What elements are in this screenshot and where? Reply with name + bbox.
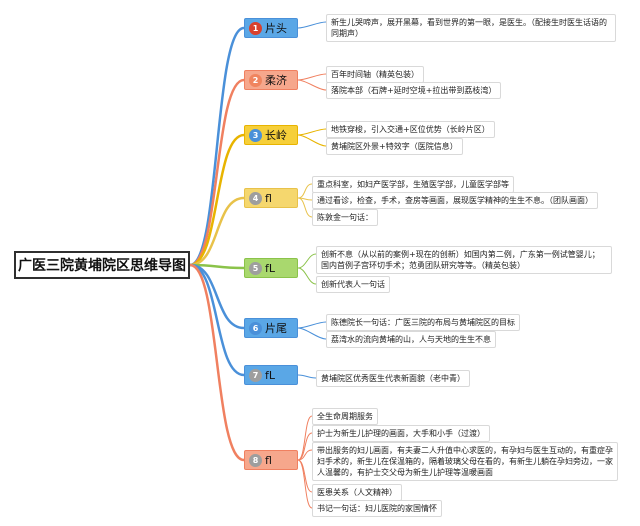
leaf-note[interactable]: 陈敦金一句话：: [312, 209, 378, 226]
branch-connector: [189, 263, 245, 462]
branch-connector: [189, 263, 245, 270]
leaf-note[interactable]: 百年时间轴（精英包装）: [326, 66, 424, 83]
leaf-note[interactable]: 新生儿哭啼声，展开黑幕，看到世界的第一眼，是医生。（配接生时医生话语的同期声）: [326, 14, 616, 42]
number-badge-icon: 1: [249, 21, 262, 35]
branch-connector: [189, 196, 245, 267]
branch-connector: [189, 78, 245, 267]
root-node[interactable]: 广医三院黄埔院区思维导图: [14, 251, 190, 279]
number-badge-icon: 4: [249, 191, 262, 205]
branch-label: 片头: [265, 22, 287, 35]
number-badge-icon: 8: [249, 453, 262, 467]
branch-label: fl: [265, 453, 272, 467]
branch-connector: [189, 133, 245, 267]
branch-label: 片尾: [265, 322, 287, 335]
leaf-connector: [297, 327, 327, 340]
number-badge-icon: 2: [249, 73, 262, 87]
branch-label: 柔济: [265, 74, 287, 87]
leaf-note[interactable]: 荔湾水的流向黄埔的山，人与天地的生生不息: [326, 331, 496, 348]
leaf-connector: [297, 253, 317, 269]
leaf-connector: [297, 321, 327, 329]
number-badge-icon: 5: [249, 261, 262, 275]
leaf-connector: [297, 374, 317, 379]
leaf-note[interactable]: 陈德院长一句话：广医三院的布局与黄埔院区的目标: [326, 314, 520, 331]
leaf-connector: [297, 267, 317, 285]
branch-label: 长岭: [265, 129, 287, 142]
leaf-note[interactable]: 全生命周期服务: [312, 408, 378, 425]
leaf-connector: [297, 459, 313, 509]
leaf-note[interactable]: 黄埔院区优秀医生代表新面貌（老中青）: [316, 370, 470, 387]
leaf-note[interactable]: 带出服务的妇儿画面，有夫妻二人升值中心求医的，有孕妇与医生互动的，有重症孕妇手术…: [312, 442, 618, 481]
leaf-note[interactable]: 重点科室，如妇产医学部，生殖医学部，儿童医学部等: [312, 176, 514, 193]
branch-label: fL: [265, 261, 276, 275]
leaf-connector: [297, 415, 313, 461]
leaf-note[interactable]: 通过看诊，检查，手术，查房等画面，展现医学精神的生生不息。（团队画面）: [312, 192, 598, 209]
leaf-connector: [297, 183, 313, 199]
leaf-note[interactable]: 地铁穿梭，引入交通+区位优势（长岭片区）: [326, 121, 495, 138]
leaf-connector: [297, 134, 327, 147]
leaf-connector: [297, 197, 313, 218]
number-badge-icon: 7: [249, 368, 262, 382]
number-badge-icon: 6: [249, 321, 262, 335]
leaf-connector: [297, 449, 313, 461]
leaf-note[interactable]: 创新不息（从以前的案例+现在的创新）如国内第二例，广东第一例试管婴儿；国内首例子…: [316, 246, 612, 274]
leaf-connector: [297, 21, 327, 29]
leaf-connector: [297, 79, 327, 91]
leaf-connector: [297, 128, 327, 136]
leaf-connector: [297, 73, 327, 81]
leaf-note[interactable]: 落院本部（石牌+延时空境+拉出带到荔枝湾）: [326, 82, 502, 99]
leaf-note[interactable]: 医患关系（人文精神）: [312, 484, 402, 501]
number-badge-icon: 3: [249, 128, 262, 142]
leaf-note[interactable]: 黄埔院区外景+特效字（医院信息）: [326, 138, 463, 155]
leaf-note[interactable]: 书记一句话：妇儿医院的家国情怀: [312, 500, 442, 517]
branch-label: fL: [265, 368, 276, 382]
leaf-note[interactable]: 创新代表人一句话: [316, 276, 390, 293]
branch-connector: [189, 263, 245, 377]
leaf-note[interactable]: 护士为新生儿护理的画面，大手和小手（过渡）: [312, 425, 490, 442]
leaf-connector: [297, 432, 313, 461]
branch-label: fl: [265, 191, 272, 205]
